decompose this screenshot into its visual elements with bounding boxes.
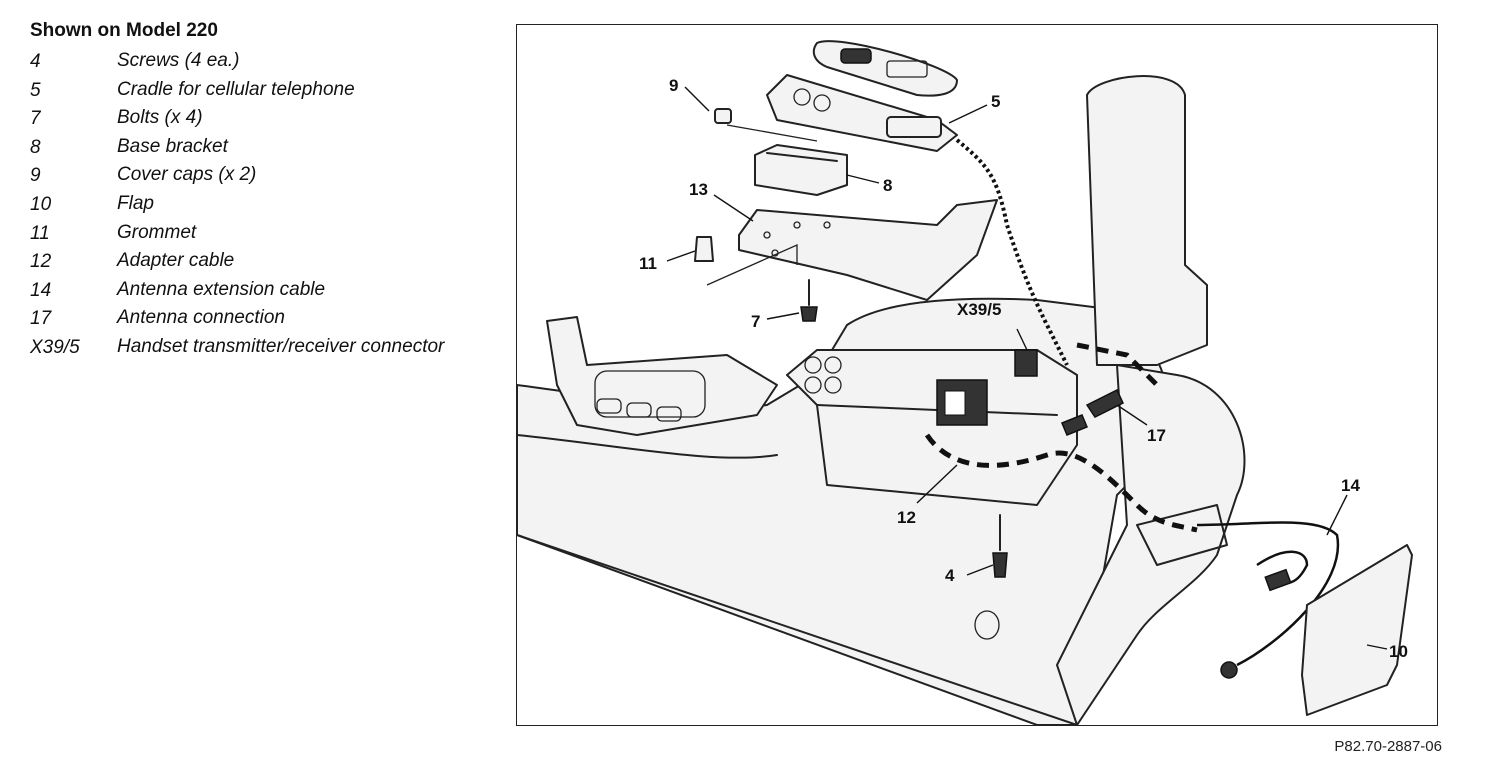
legend-title: Shown on Model 220 bbox=[30, 20, 218, 41]
leader-17 bbox=[1116, 404, 1148, 426]
legend-item-description: Cradle for cellular telephone bbox=[117, 78, 355, 100]
legend-item: X39/5 Handset transmitter/receiver connec… bbox=[30, 334, 470, 363]
callout-14: 14 bbox=[1341, 476, 1360, 495]
legend-item: 17 Antenna connection bbox=[30, 305, 470, 334]
leader-14 bbox=[1326, 494, 1348, 536]
legend-item-number: 8 bbox=[30, 136, 41, 158]
phone-cradle bbox=[766, 74, 958, 152]
adapter-cable bbox=[924, 433, 1198, 533]
front-tray bbox=[546, 316, 778, 436]
mounting-plate bbox=[738, 199, 998, 301]
adapter-cable-upper bbox=[1076, 342, 1159, 387]
legend-item-description: Flap bbox=[117, 192, 154, 214]
legend-item: 8 Base bracket bbox=[30, 134, 470, 163]
legend-item: 14 Antenna extension cable bbox=[30, 277, 470, 306]
legend-item-description: Antenna extension cable bbox=[117, 278, 326, 300]
legend-item-number: X39/5 bbox=[30, 336, 80, 358]
callout-4: 4 bbox=[945, 566, 955, 585]
callout-8: 8 bbox=[883, 176, 892, 195]
legend-item: 11 Grommet bbox=[30, 220, 470, 249]
parts-legend: Shown on Model 220 4 Screws (4 ea.) 5 Crad… bbox=[30, 20, 470, 363]
legend-item-number: 4 bbox=[30, 51, 41, 72]
leader-8 bbox=[846, 174, 880, 184]
legend-item-number: 10 bbox=[30, 193, 52, 215]
legend-item-description: Adapter cable bbox=[117, 250, 235, 272]
legend-item-description: Antenna connection bbox=[117, 307, 285, 329]
leader-5 bbox=[948, 104, 988, 124]
legend-item-description: Bolts (x 4) bbox=[117, 107, 203, 129]
legend-item-description: Screws (4 ea.) bbox=[117, 50, 240, 71]
leader-X39-5 bbox=[1016, 328, 1028, 351]
legend-item: 12 Adapter cable bbox=[30, 248, 470, 277]
legend-item-description: Handset transmitter/receiver connector bbox=[117, 335, 445, 357]
armrest bbox=[1056, 75, 1246, 725]
legend-item: 7 Bolts (x 4) bbox=[30, 105, 470, 134]
bolt bbox=[800, 279, 818, 322]
legend-item-number: 17 bbox=[30, 308, 52, 330]
legend-item-description: Grommet bbox=[117, 221, 197, 243]
callout-10: 10 bbox=[1389, 642, 1408, 661]
antenna-extension-cable bbox=[1196, 521, 1340, 679]
callout-11: 11 bbox=[639, 254, 657, 273]
flap bbox=[1301, 544, 1413, 716]
leader-10 bbox=[1366, 644, 1388, 650]
callout-7: 7 bbox=[751, 312, 760, 331]
handset-connector bbox=[1014, 349, 1038, 377]
leader-9 bbox=[684, 86, 710, 112]
callout-12: 12 bbox=[897, 508, 916, 527]
legend-item: 9 Cover caps (x 2) bbox=[30, 162, 470, 191]
leader-11 bbox=[666, 250, 696, 262]
grommet bbox=[694, 236, 714, 262]
leader-7 bbox=[766, 312, 800, 320]
callout-9: 9 bbox=[669, 76, 678, 95]
leader-13 bbox=[713, 194, 754, 222]
legend-item-number: 11 bbox=[30, 222, 50, 244]
leader-12 bbox=[916, 464, 958, 504]
legend-item-description: Base bracket bbox=[117, 135, 228, 157]
telephone-handset bbox=[812, 40, 958, 97]
callout-5: 5 bbox=[991, 92, 1000, 111]
leader-4 bbox=[966, 564, 994, 576]
legend-item-number: 7 bbox=[30, 108, 41, 130]
cap-leader bbox=[726, 124, 818, 142]
grommet-leader bbox=[706, 243, 798, 286]
antenna-connection bbox=[1061, 388, 1124, 436]
legend-item: 4 Screws (4 ea.) bbox=[30, 48, 470, 77]
legend-item-number: 5 bbox=[30, 79, 41, 101]
legend-item-number: 9 bbox=[30, 165, 41, 187]
callout-X39-5: X39/5 bbox=[957, 300, 1001, 319]
callout-13: 13 bbox=[689, 180, 708, 199]
coiled-cord bbox=[955, 138, 1069, 366]
exploded-view-diagram: 9 5 13 8 11 7 X39/5 17 12 14 4 10 bbox=[516, 24, 1438, 726]
callout-17: 17 bbox=[1147, 426, 1166, 445]
legend-list: 4 Screws (4 ea.) 5 Cradle for cellular tel… bbox=[30, 48, 470, 363]
legend-item: 5 Cradle for cellular telephone bbox=[30, 77, 470, 106]
legend-item-description: Cover caps (x 2) bbox=[117, 164, 257, 186]
screw bbox=[992, 514, 1008, 578]
figure-code: P82.70-2887-06 bbox=[1334, 738, 1442, 755]
cover-cap bbox=[714, 108, 732, 124]
base-bracket bbox=[754, 144, 848, 196]
diagram-canvas: 9 5 13 8 11 7 X39/5 17 12 14 4 10 bbox=[517, 40, 1413, 725]
legend-item-number: 12 bbox=[30, 251, 52, 273]
legend-item: 10 Flap bbox=[30, 191, 470, 220]
legend-item-number: 14 bbox=[30, 279, 52, 301]
